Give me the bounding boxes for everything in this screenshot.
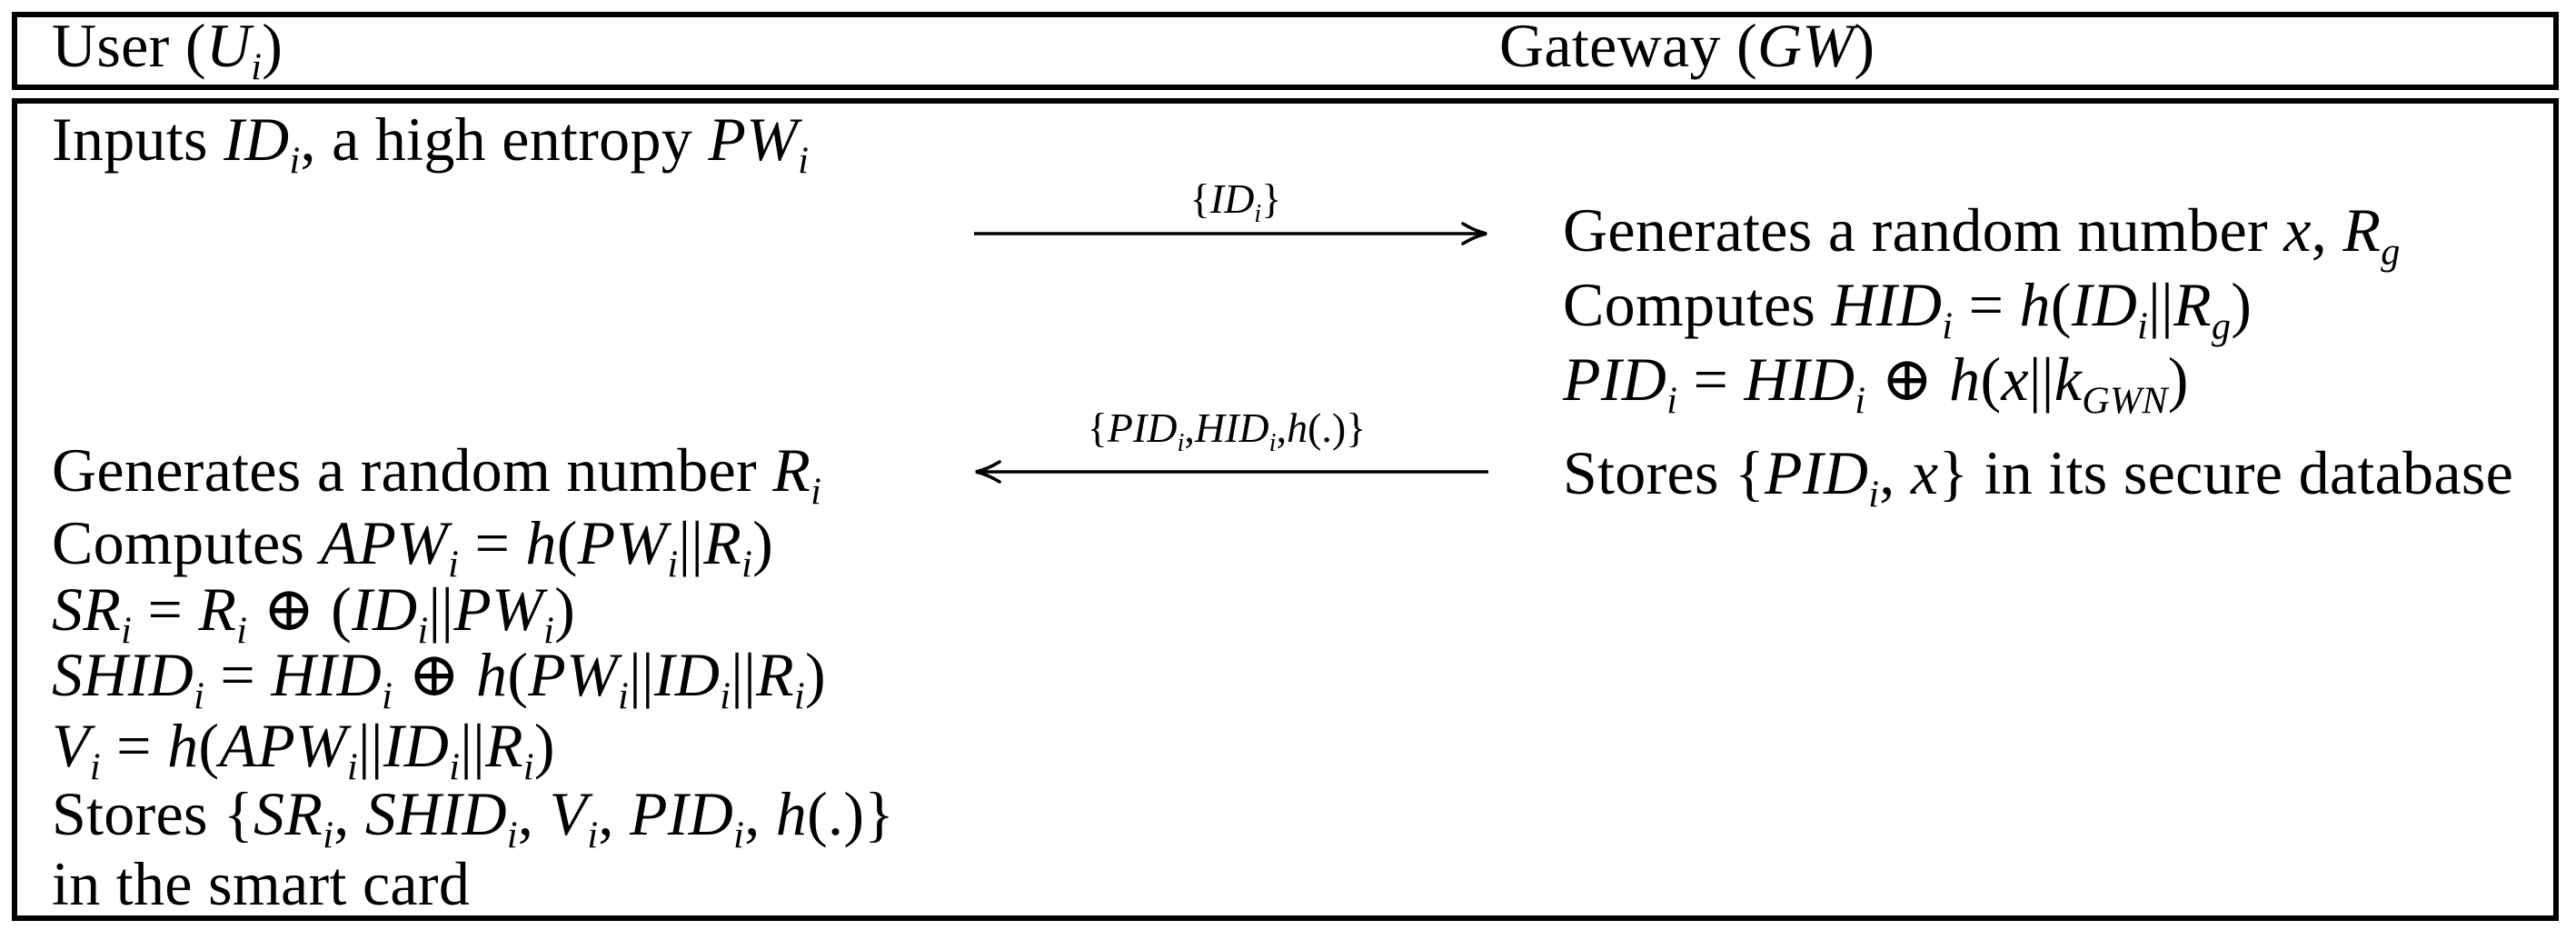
gateway-column-title: Gateway (GW)	[1499, 11, 1875, 80]
user-step-compute-sr: SRi = Ri ⊕ (IDi||PWi)	[52, 575, 576, 653]
gateway-step-compute-pid: PIDi = HIDi ⊕ h(x||kGWN)	[1563, 345, 2189, 423]
user-step-compute-apw: Computes APWi = h(PWi||Ri)	[52, 508, 774, 586]
arrow-right-icon	[974, 222, 1487, 245]
gateway-step-stores-database: Stores {PIDi, x} in its secure database	[1563, 438, 2514, 516]
user-step-inputs: Inputs IDi, a high entropy PWi	[52, 105, 810, 183]
participants-header-box	[12, 12, 2559, 90]
arrow-left-icon	[975, 460, 1488, 484]
user-column-title: User (Ui)	[52, 11, 283, 89]
user-step-compute-v: Vi = h(APWi||IDi||Ri)	[52, 711, 555, 789]
user-step-stores-smartcard-cont: in the smart card	[52, 849, 471, 918]
gateway-step-generate-x-rg: Generates a random number x, Rg	[1563, 195, 2401, 274]
protocol-body-box	[12, 98, 2559, 921]
message-1-label: {IDi}	[1189, 175, 1282, 229]
user-step-stores-smartcard: Stores {SRi, SHIDi, Vi, PIDi, h(.)}	[52, 779, 895, 857]
message-2-label: {PIDi,HIDi,h(.)}	[1087, 405, 1367, 458]
user-step-compute-shid: SHIDi = HIDi ⊕ h(PWi||IDi||Ri)	[52, 640, 826, 718]
user-step-generate-ri: Generates a random number Ri	[52, 435, 822, 514]
gateway-step-compute-hid: Computes HIDi = h(IDi||Rg)	[1563, 270, 2253, 348]
